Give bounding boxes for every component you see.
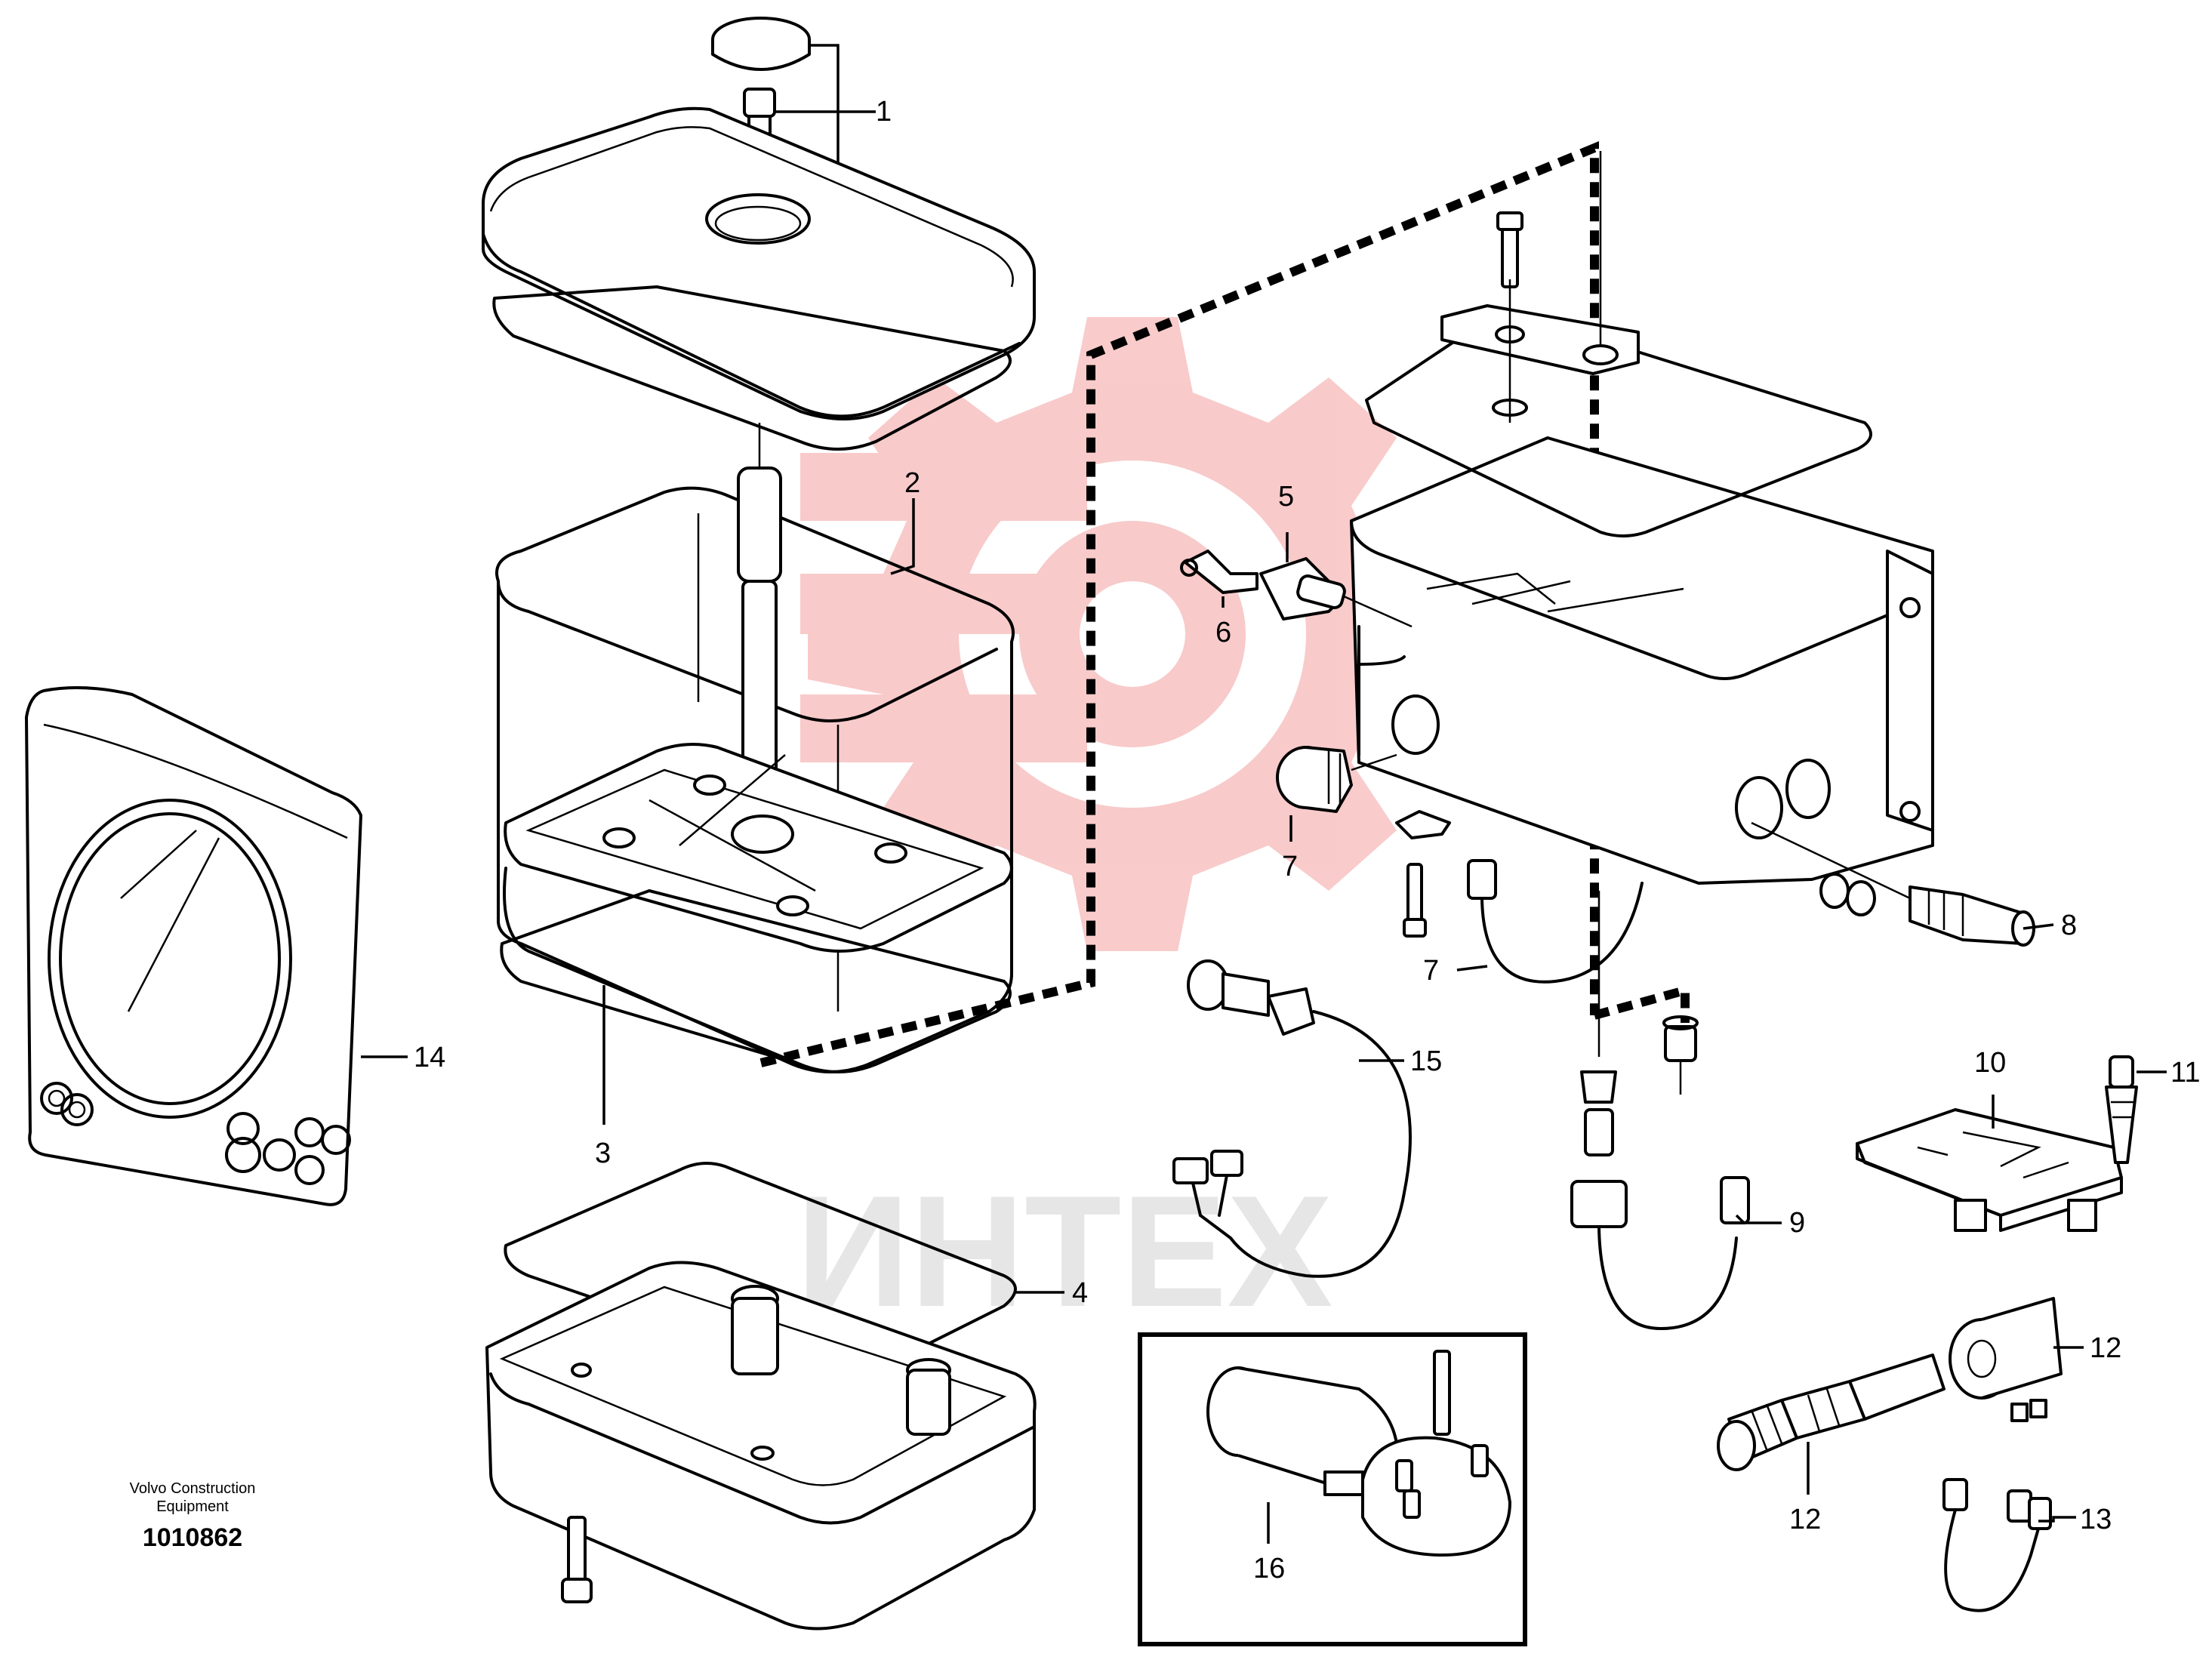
watermark-text: ИНТЕХ <box>796 1163 1332 1340</box>
callout-1: 1 <box>876 96 892 128</box>
callout-13: 13 <box>2080 1504 2112 1535</box>
callout-4: 4 <box>1072 1277 1088 1309</box>
drawing-number: 1010862 <box>143 1523 242 1552</box>
part-11-sensor-tip <box>2105 1055 2138 1164</box>
callout-11: 11 <box>2170 1057 2200 1089</box>
part-16-inset-box <box>1138 1332 1527 1646</box>
callout-12-solenoid: 12 <box>2090 1332 2121 1364</box>
callout-14: 14 <box>414 1042 445 1073</box>
callout-15: 15 <box>1410 1045 1442 1077</box>
publisher-line-1: Volvo Construction <box>130 1480 256 1497</box>
cover-gasket <box>492 285 1012 451</box>
callout-2: 2 <box>904 467 920 499</box>
callout-5: 5 <box>1278 481 1294 513</box>
housing-top-plate <box>1440 211 1640 417</box>
part-5-fitting <box>1259 557 1413 628</box>
callout-12-cartridge: 12 <box>1789 1504 1821 1535</box>
part-7-sensor-cable <box>1467 859 1644 984</box>
publisher-line-2: Equipment <box>156 1498 229 1515</box>
callout-7-plug: 7 <box>1282 851 1298 882</box>
top-cover <box>482 106 1036 420</box>
assembly-dashed-outline <box>759 141 1690 1067</box>
callout-16: 16 <box>1253 1553 1285 1584</box>
valve-housing <box>1350 436 1934 885</box>
part-13-cable <box>1942 1478 2052 1612</box>
bowl-gasket <box>500 889 1012 1073</box>
screw-leader <box>1508 151 1602 423</box>
callout-6: 6 <box>1215 617 1231 648</box>
watermark-gear-logo <box>800 317 1457 951</box>
part-10-circuit-board <box>1856 1108 2123 1232</box>
bottom-bolt <box>561 1516 593 1603</box>
part-7-plug <box>1276 746 1397 813</box>
part-4-base-gasket <box>504 1162 1017 1381</box>
housing-gasket <box>1365 308 1872 537</box>
base-housing <box>485 1261 1037 1631</box>
part-12-solenoid <box>1949 1297 2063 1422</box>
part-15-harness <box>1172 959 1412 1278</box>
part-14-seal-kit-bag <box>25 686 362 1206</box>
callout-9: 9 <box>1789 1207 1805 1239</box>
leader-lines <box>361 110 2167 1544</box>
callout-8: 8 <box>2061 910 2077 941</box>
part-9-probe-cable <box>1570 891 1750 1330</box>
part-12-valve-cartridge <box>1717 1353 1946 1471</box>
callout-10: 10 <box>1974 1047 2006 1079</box>
callout-3: 3 <box>595 1138 611 1169</box>
part-6-elbow <box>1180 550 1258 594</box>
clip-and-screw <box>1395 810 1451 938</box>
callout-7-cable: 7 <box>1423 955 1439 987</box>
bowl-base-plate <box>503 743 1013 1066</box>
